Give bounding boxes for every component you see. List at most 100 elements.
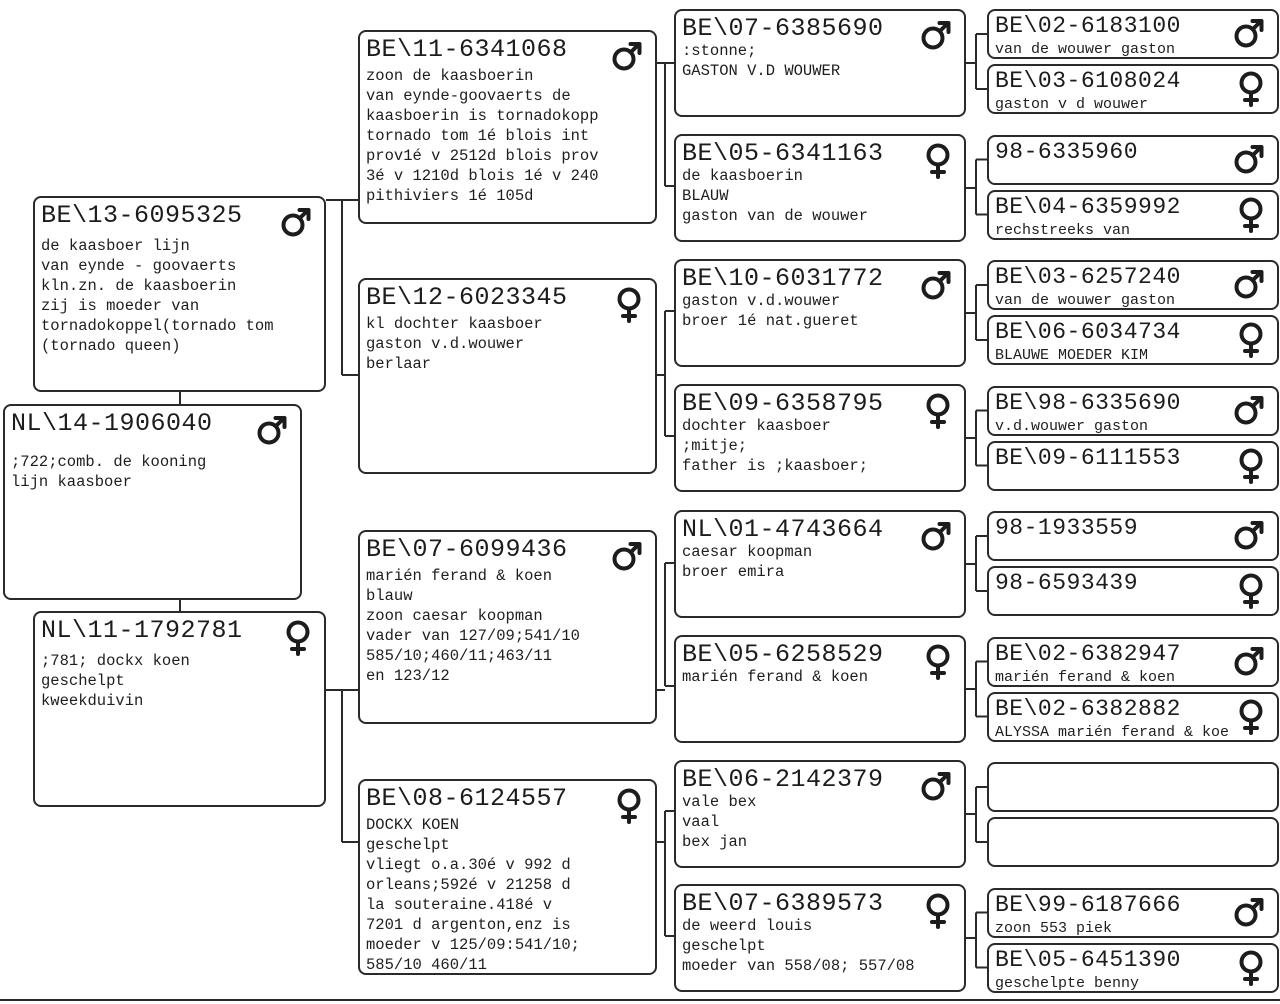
pigeon-note-line: 7201 d argenton,enz is — [366, 916, 571, 934]
pedigree-card-ff[interactable]: BE\11-6341068 zoon de kaasboerin van eynde… — [358, 30, 657, 224]
pigeon-note-line: moeder v 125/09:541/10; — [366, 936, 580, 954]
male-symbol-icon — [918, 768, 954, 809]
male-symbol-icon — [918, 17, 954, 58]
female-symbol-icon — [1235, 698, 1267, 740]
pigeon-note-line: lijn kaasboer — [11, 473, 132, 491]
ring-number: BE\06-6034734 — [995, 319, 1181, 345]
pigeon-note-line: tornadokoppel(tornado tom — [41, 317, 274, 335]
pigeon-note-line: blauw — [366, 587, 413, 605]
male-symbol-icon — [1231, 15, 1267, 56]
pigeon-note-line: ;722;comb. de kooning — [11, 453, 207, 471]
pedigree-card-mmff[interactable] — [987, 762, 1279, 812]
male-symbol-icon — [1231, 266, 1267, 307]
female-symbol-icon — [1235, 949, 1267, 991]
pedigree-card-ffmf[interactable]: 98-6335960 — [987, 134, 1279, 185]
pigeon-note-line: de kaasboer lijn — [41, 237, 190, 255]
pigeon-note-line: tornado tom 1é blois int — [366, 127, 590, 145]
pigeon-note-line: geschelpt — [41, 672, 125, 690]
pigeon-note-line: gaston v.d.wouwer — [366, 335, 525, 353]
pigeon-note-line: van de wouwer gaston — [995, 41, 1176, 58]
pigeon-note-line: :stonne; — [682, 42, 757, 60]
pigeon-note-line: caesar koopman — [682, 543, 813, 561]
ring-number: BE\11-6341068 — [366, 35, 568, 64]
pedigree-card-mffm[interactable]: 98-6593439 — [987, 566, 1279, 616]
pigeon-note-line: BLAUW — [682, 187, 729, 205]
pigeon-note-line: zoon de kaasboerin — [366, 67, 534, 85]
male-symbol-icon — [1231, 643, 1267, 684]
pigeon-note-line: geschelpte benny — [995, 974, 1140, 992]
ring-number: BE\03-6257240 — [995, 264, 1181, 290]
pigeon-note-line: kweekduivin — [41, 692, 144, 710]
ring-number: BE\99-6187666 — [995, 891, 1181, 918]
female-symbol-icon — [1235, 321, 1267, 363]
pedigree-card-mmfm[interactable] — [987, 817, 1279, 867]
pigeon-note-line: GASTON V.D WOUWER — [682, 62, 841, 80]
pigeon-note-line: van eynde-goovaerts de — [366, 87, 571, 105]
pigeon-note-line: broer emira — [682, 563, 785, 581]
ring-number: BE\02-6382882 — [995, 695, 1181, 722]
pigeon-note-line: BLAUWE MOEDER KIM — [995, 347, 1149, 364]
ring-number: BE\04-6359992 — [995, 193, 1181, 220]
ring-number: BE\02-6183100 — [995, 13, 1181, 39]
pigeon-note-line: marién ferand & koen — [682, 668, 869, 686]
pigeon-note-line: (tornado queen) — [41, 337, 181, 355]
pigeon-note-line: vader van 127/09;541/10 — [366, 627, 580, 645]
pedigree-card-fmff[interactable]: BE\03-6257240 van de wouwer gaston — [987, 260, 1279, 310]
pigeon-note-line: kaasboerin is tornadokopp — [366, 107, 599, 125]
male-symbol-icon — [918, 267, 954, 308]
ring-number: NL\11-1792781 — [41, 616, 243, 645]
pigeon-note-line: en 123/12 — [366, 667, 450, 685]
pigeon-note-line: father is ;kaasboer; — [682, 457, 869, 475]
pigeon-note-line: pithiviers 1é 105d — [366, 187, 534, 205]
ring-number: BE\13-6095325 — [41, 201, 243, 230]
ring-number: BE\08-6124557 — [366, 784, 568, 813]
pigeon-note-line: gaston v.d.wouwer — [682, 292, 841, 310]
female-symbol-icon — [1235, 70, 1267, 112]
pedigree-card-ffff[interactable]: BE\02-6183100 van de wouwer gaston — [987, 9, 1279, 59]
pigeon-note-line: rechstreeks van — [995, 221, 1131, 239]
pedigree-card-fmmm[interactable]: BE\09-6111553 — [987, 440, 1279, 491]
pigeon-note-line: van de wouwer gaston — [995, 292, 1176, 309]
ring-number: BE\05-6258529 — [682, 640, 884, 669]
pigeon-note-line: kln.zn. de kaasboerin — [41, 277, 237, 295]
pigeon-note-line: broer 1é nat.gueret — [682, 312, 859, 330]
male-symbol-icon — [1231, 141, 1267, 182]
female-symbol-icon — [1235, 196, 1267, 238]
ring-number: BE\05-6451390 — [995, 946, 1181, 973]
pigeon-note-line: vliegt o.a.30é v 992 d — [366, 856, 571, 874]
pigeon-note-line: marién ferand & koen — [995, 668, 1176, 686]
pigeon-note-line: ;mitje; — [682, 437, 748, 455]
ring-number: BE\07-6385690 — [682, 14, 884, 43]
pedigree-card-fff[interactable]: BE\07-6385690:stonne; GASTON V.D WOUWER — [674, 9, 966, 117]
ring-number: BE\02-6382947 — [995, 640, 1181, 667]
pigeon-note-line: de kaasboerin — [682, 167, 803, 185]
pigeon-note-line: la souteraine.418é v — [366, 896, 553, 914]
male-symbol-icon — [1231, 392, 1267, 433]
female-symbol-icon — [1235, 447, 1267, 489]
pigeon-note-line: dochter kaasboer — [682, 417, 831, 435]
female-symbol-icon — [613, 286, 645, 329]
pigeon-note-line: bex jan — [682, 833, 748, 851]
pedigree-card-mfff[interactable]: 98-1933559 — [987, 511, 1279, 561]
